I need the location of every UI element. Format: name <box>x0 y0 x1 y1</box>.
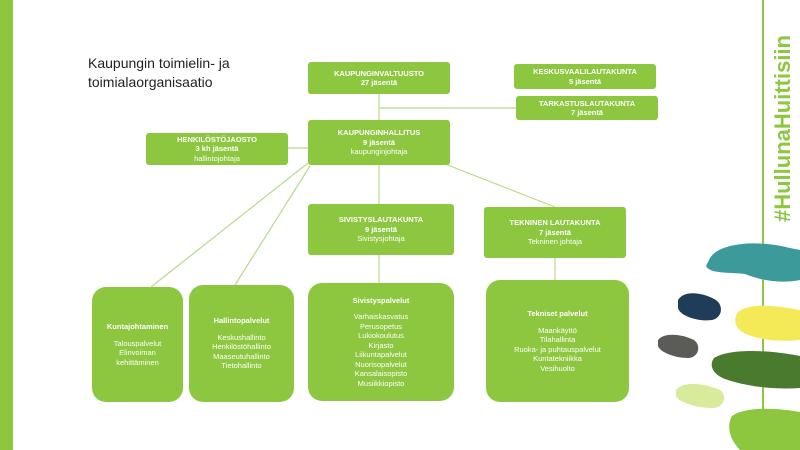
service-item: Kirjasto <box>368 340 394 350</box>
connector-hallitus-kuntajohtaminen <box>150 162 309 288</box>
node-tekninen-lautakunta: TEKNINEN LAUTAKUNTA 7 jäsentä Tekninen j… <box>484 207 626 258</box>
node-henkilostojaosto: HENKILÖSTÖJAOSTO 3 kh jäsentä hallintojo… <box>146 133 288 165</box>
node-members: 27 jäsentä <box>360 78 398 87</box>
node-members: 9 jäsentä <box>362 137 396 147</box>
node-lead: kaupunginjohtaja <box>350 147 408 157</box>
node-members: 7 jäsentä <box>570 108 604 117</box>
node-kaupunginvaltuusto: KAUPUNGINVALTUUSTO 27 jäsentä <box>308 62 450 94</box>
node-lead: hallintojohtaja <box>194 153 240 163</box>
service-heading: Hallintopalvelut <box>213 316 270 326</box>
connector-hallitus-tekninen <box>439 161 556 208</box>
service-item: Maaseutuhallinto <box>213 351 270 361</box>
service-item: Tietohallinto <box>221 361 262 371</box>
connector-hallitus-hallinto <box>234 165 311 286</box>
service-item: Lukiokoulutus <box>358 331 404 341</box>
service-kuntajohtaminen: Kuntajohtaminen Talouspalvelut Elinvoima… <box>92 287 183 402</box>
service-item: Maankäyttö <box>538 325 577 335</box>
node-members: 5 jäsentä <box>568 76 602 86</box>
left-accent-bar <box>0 0 13 450</box>
service-hallintopalvelut: Hallintopalvelut Keskushallinto Henkilös… <box>189 285 294 402</box>
node-name: TEKNINEN LAUTAKUNTA <box>509 218 601 228</box>
node-name: SIVISTYSLAUTAKUNTA <box>338 215 424 225</box>
service-heading: Kuntajohtaminen <box>106 322 169 331</box>
service-item: Nuorisopalvelut <box>355 359 407 369</box>
node-keskusvaalilautakunta: KESKUSVAALILAUTAKUNTA 5 jäsentä <box>514 64 656 89</box>
node-name: HENKILÖSTÖJAOSTO <box>177 134 257 144</box>
blob-dark-green <box>711 351 800 389</box>
node-members: 3 kh jäsentä <box>195 144 239 154</box>
node-kaupunginhallitus: KAUPUNGINHALLITUS 9 jäsentä kaupunginjoh… <box>308 120 450 165</box>
node-name: KAUPUNGINVALTUUSTO <box>334 68 424 78</box>
service-item: Varhaiskasvatus <box>353 312 409 322</box>
service-item: Henkilöstöhallinto <box>212 342 271 352</box>
hashtag-vertical: #HullunaHuittisiin <box>770 35 795 222</box>
decorative-blobs <box>658 243 800 450</box>
blob-yellow <box>735 305 800 341</box>
service-heading: Tekniset palvelut <box>527 309 588 318</box>
service-tekniset-palvelut: Tekniset palvelut Maankäyttö Tilahallint… <box>486 280 629 402</box>
node-members: 7 jäsentä <box>538 227 572 237</box>
service-item: Perusopetus <box>359 321 403 331</box>
service-item: Ruoka- ja puhtauspalvelut <box>514 344 601 354</box>
node-members: 9 jäsentä <box>364 224 398 234</box>
hashtag-text: #HullunaHuittisiin <box>770 35 795 222</box>
service-item: Kansalaisopisto <box>354 369 408 379</box>
service-item: Keskushallinto <box>217 332 266 342</box>
service-item: Tilahallinta <box>539 335 576 344</box>
node-tarkastuslautakunta: TARKASTUSLAUTAKUNTA 7 jäsentä <box>516 96 658 120</box>
blob-teal <box>706 243 800 282</box>
blob-green <box>729 408 800 450</box>
service-sivistyspalvelut: Sivistyspalvelut Varhaiskasvatus Perusop… <box>308 283 454 401</box>
service-item: Vesihuolto <box>540 363 575 373</box>
node-name: KAUPUNGINHALLITUS <box>337 128 421 138</box>
service-item: Liikuntapalvelut <box>355 350 407 360</box>
blob-navy <box>678 293 721 321</box>
service-item: Elinvoiman <box>119 348 156 357</box>
right-accent-line <box>762 0 764 450</box>
node-name: KESKUSVAALILAUTAKUNTA <box>533 67 637 76</box>
node-name: TARKASTUSLAUTAKUNTA <box>538 98 636 108</box>
node-sivistyslautakunta: SIVISTYSLAUTAKUNTA 9 jäsentä Sivistysjoh… <box>308 204 454 255</box>
node-lead: Sivistysjohtaja <box>357 234 405 244</box>
service-heading: Sivistyspalvelut <box>352 295 410 305</box>
service-item: kehittäminen <box>116 357 159 367</box>
service-item: Musiikkiopisto <box>357 378 405 388</box>
blob-gray <box>658 334 699 358</box>
service-item: Kuntatekniikka <box>533 354 582 363</box>
service-item: Talouspalvelut <box>113 338 162 348</box>
node-lead: Tekninen johtaja <box>527 237 583 247</box>
page-title: Kaupungin toimielin- ja toimialaorganisa… <box>88 55 230 90</box>
blob-light-green <box>676 383 725 408</box>
